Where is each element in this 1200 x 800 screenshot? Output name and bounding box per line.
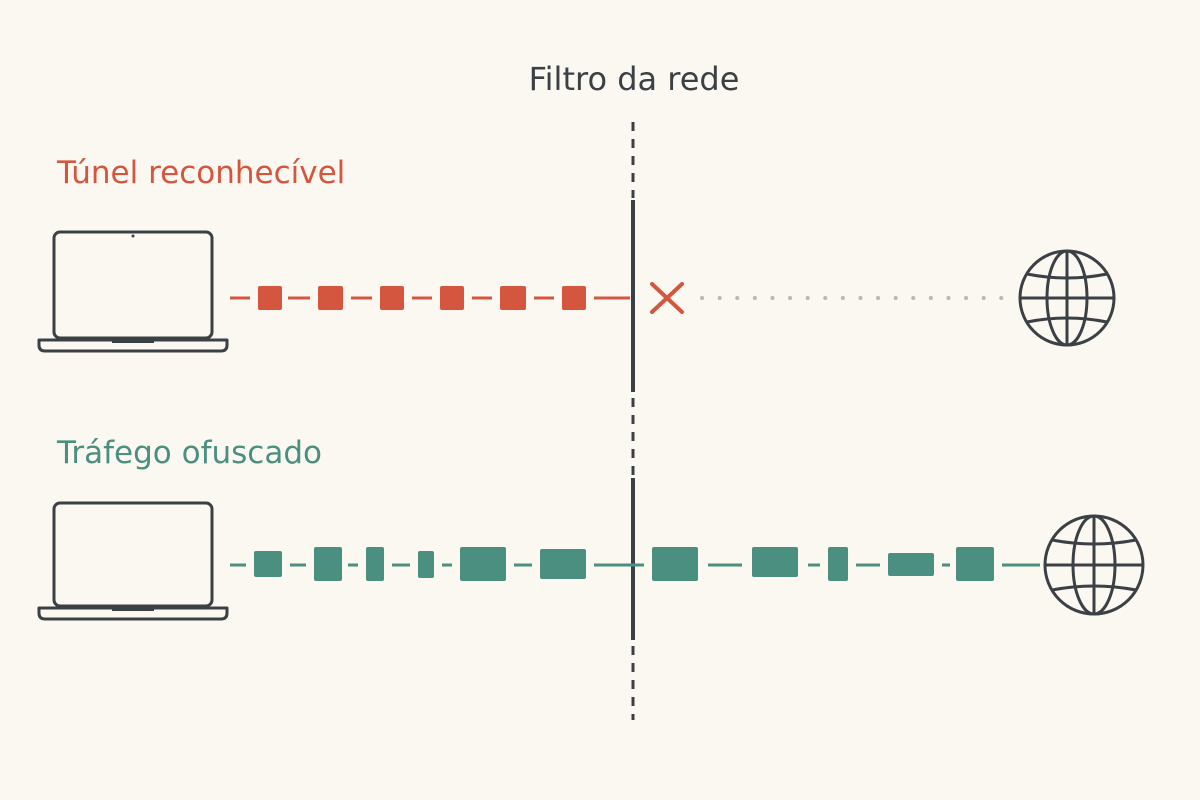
blocked-x-icon (650, 282, 684, 314)
obfuscated-packet (314, 547, 342, 581)
globe-icon (1018, 249, 1116, 347)
tunnel-packet (500, 286, 526, 310)
obfuscated-traffic-label: Tráfego ofuscado (57, 435, 322, 471)
recognized-tunnel-path (230, 282, 1004, 314)
obfuscated-packet (652, 547, 698, 581)
obfuscated-packet (366, 547, 384, 581)
tunnel-packet (318, 286, 343, 310)
obfuscated-packet (460, 547, 506, 581)
obfuscated-packet (254, 551, 282, 577)
obfuscated-packet (888, 553, 934, 576)
filter-title: Filtro da rede (528, 60, 740, 98)
obfuscated-packet (956, 547, 994, 581)
obfuscated-packet (828, 547, 848, 581)
laptop-icon (37, 230, 229, 353)
globe-icon (1043, 514, 1145, 616)
tunnel-packet (562, 286, 586, 310)
obfuscated-packet (752, 547, 798, 577)
obfuscated-packet (418, 551, 434, 578)
obfuscated-packet (540, 549, 586, 579)
tunnel-packet (258, 286, 282, 310)
obfuscated-traffic-path (230, 547, 1040, 581)
laptop-icon (37, 501, 229, 621)
tunnel-packet (440, 286, 464, 310)
tunnel-packet (380, 286, 404, 310)
recognized-tunnel-label: Túnel reconhecível (57, 155, 346, 191)
